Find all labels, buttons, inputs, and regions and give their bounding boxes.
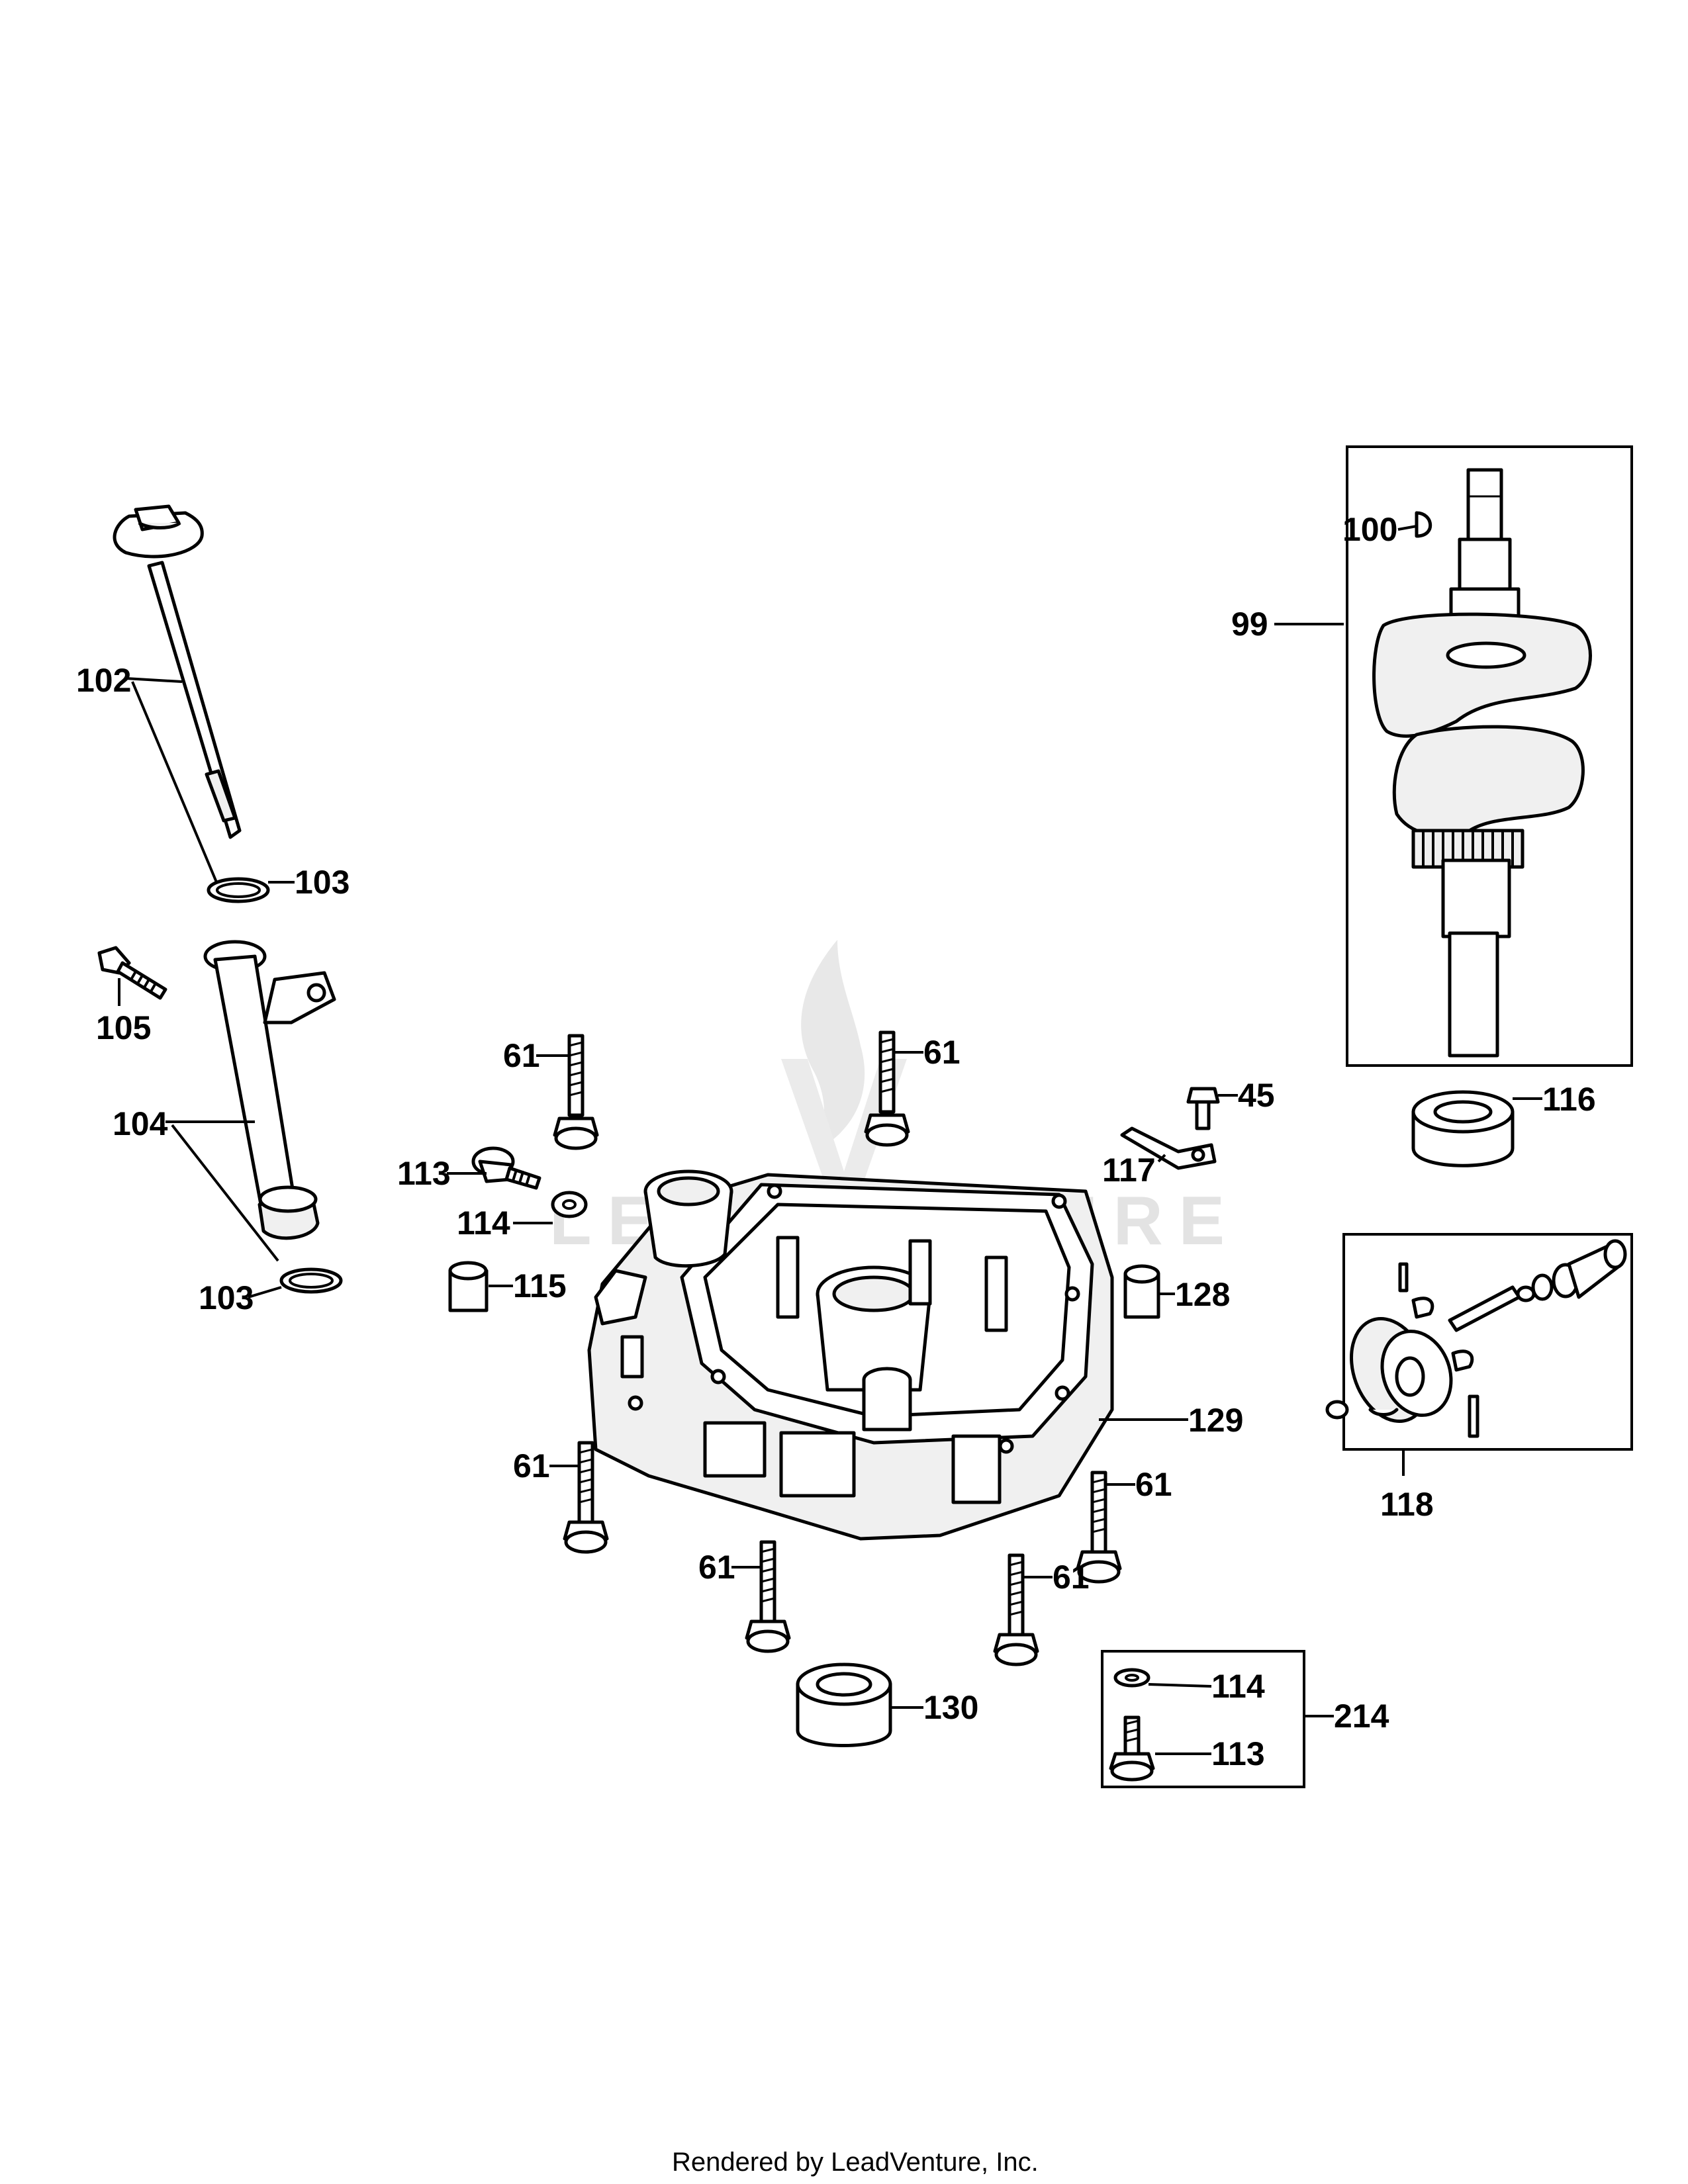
callout-61-mid-left: 61 [513, 1447, 550, 1484]
screw-45-part[interactable] [1186, 1087, 1220, 1130]
bolt-61-mid-right-part[interactable] [1076, 1471, 1122, 1584]
callout-114-kit: 114 [1211, 1668, 1265, 1705]
callout-45: 45 [1238, 1077, 1275, 1114]
callout-61-lower-right: 61 [1053, 1559, 1090, 1596]
callout-103-lower: 103 [199, 1279, 254, 1316]
callout-113-upper: 113 [397, 1155, 451, 1192]
bolt-61-upper-right-part[interactable] [864, 1030, 910, 1147]
callout-118: 118 [1380, 1486, 1434, 1523]
callout-214: 214 [1334, 1698, 1389, 1735]
governor-kit-box [1342, 1233, 1633, 1451]
callout-61-lower-left: 61 [698, 1549, 735, 1586]
bolt-61-upper-left-part[interactable] [553, 1034, 599, 1150]
callout-116: 116 [1542, 1081, 1596, 1118]
callout-105: 105 [96, 1009, 151, 1046]
dipstick-o-ring-lower-part[interactable] [279, 1267, 343, 1294]
callout-130: 130 [923, 1689, 978, 1726]
dipstick-tube-part[interactable] [203, 940, 336, 1240]
callout-61-mid-right: 61 [1135, 1466, 1172, 1503]
bolt-61-lower-left-part[interactable] [745, 1540, 791, 1653]
crankcase-cover-part[interactable] [587, 1169, 1114, 1541]
crankshaft-part[interactable] [1372, 468, 1592, 1058]
washer-114-part[interactable] [551, 1191, 588, 1218]
governor-assembly-part[interactable] [1325, 1239, 1627, 1438]
hardware-kit-box [1101, 1650, 1305, 1788]
dipstick-part[interactable] [113, 504, 242, 839]
callout-100: 100 [1342, 511, 1397, 548]
callout-99: 99 [1231, 606, 1268, 643]
bolt-61-lower-right-part[interactable] [993, 1553, 1039, 1666]
callout-104: 104 [113, 1105, 168, 1142]
callout-117: 117 [1102, 1152, 1156, 1189]
callout-103-upper: 103 [295, 864, 350, 901]
crankshaft-kit-box [1346, 445, 1633, 1067]
callout-115: 115 [513, 1267, 567, 1304]
dipstick-o-ring-upper-part[interactable] [207, 877, 270, 903]
bolt-113-part[interactable] [471, 1146, 541, 1190]
dowel-128-part[interactable] [1123, 1264, 1160, 1319]
oil-seal-part[interactable] [1411, 1090, 1515, 1167]
callout-113-kit: 113 [1211, 1735, 1265, 1772]
woodruff-key-part[interactable] [1415, 511, 1432, 538]
callout-114-upper: 114 [457, 1205, 510, 1242]
footer-credit: Rendered by LeadVenture, Inc. [672, 2148, 1039, 2177]
callout-102: 102 [76, 662, 131, 699]
callout-61-upper-right: 61 [923, 1034, 961, 1071]
callout-128: 128 [1175, 1276, 1230, 1313]
dowel-115-part[interactable] [448, 1261, 489, 1312]
bolt-105-part[interactable] [97, 946, 167, 1000]
bearing-130-part[interactable] [796, 1662, 892, 1747]
washer-114-kit-part[interactable] [1113, 1668, 1150, 1688]
callout-61-upper-left: 61 [503, 1037, 540, 1074]
bolt-61-mid-left-part[interactable] [563, 1441, 609, 1554]
callout-129: 129 [1188, 1402, 1243, 1439]
bracket-117-part[interactable] [1120, 1126, 1217, 1170]
bolt-113-kit-part[interactable] [1109, 1715, 1155, 1782]
